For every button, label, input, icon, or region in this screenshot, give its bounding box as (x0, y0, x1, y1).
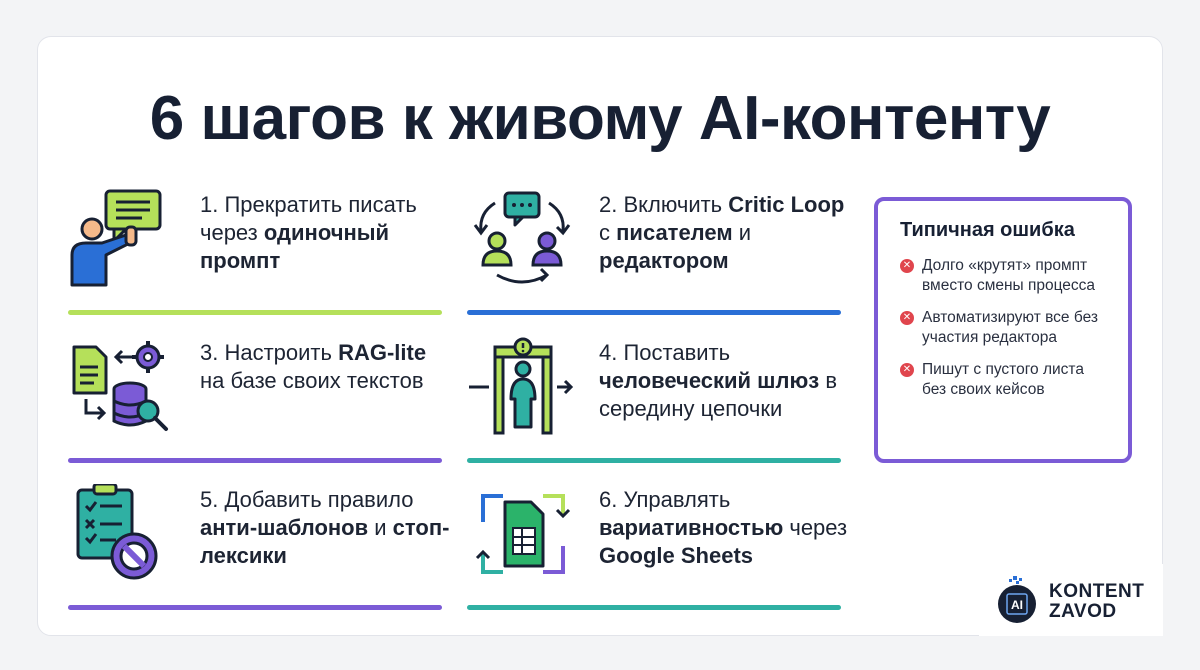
x-circle-icon: ✕ (900, 363, 914, 377)
human-gate-icon (467, 337, 579, 437)
step-3-text: 3. Настроить RAG-lite на базе своих текс… (200, 340, 427, 393)
step-1-divider (68, 310, 442, 315)
step-1: 1. Прекратить писать через одиночный про… (68, 189, 442, 317)
presenter-icon (68, 189, 180, 289)
checklist-ban-icon (68, 482, 180, 584)
rag-database-icon (68, 337, 180, 437)
brand-name-line-1: KONTENT (1049, 581, 1145, 602)
step-2-text: 2. Включить Critic Loop с писателем и ре… (599, 192, 845, 273)
step-5-divider (68, 605, 442, 610)
mistake-item: ✕ Пишут с пустого листа без своих кейсов (900, 360, 1110, 400)
step-5: 5. Добавить правило анти-шаблонов и стоп… (68, 482, 449, 612)
mistake-item-text: Долго «крутят» промпт вместо смены проце… (922, 257, 1096, 294)
mistake-item: ✕ Автоматизируют все без участия редакто… (900, 308, 1110, 348)
typical-mistake-panel: Типичная ошибка ✕ Долго «крутят» промпт … (874, 197, 1132, 463)
step-3-divider (68, 458, 442, 463)
chip-label: AI (1011, 598, 1023, 612)
step-4: 4. Поставить человеческий шлюз в середин… (467, 337, 841, 465)
infographic-card: 6 шагов к живому AI-контенту 1. Прекрати… (37, 36, 1163, 636)
x-circle-icon: ✕ (900, 311, 914, 325)
step-5-text: 5. Добавить правило анти-шаблонов и стоп… (200, 487, 450, 568)
step-4-text: 4. Поставить человеческий шлюз в середин… (599, 340, 838, 421)
ai-chip-icon: AI (993, 576, 1041, 624)
step-2: 2. Включить Critic Loop с писателем и ре… (467, 189, 844, 317)
brand-name: KONTENT ZAVOD (1049, 582, 1144, 622)
x-circle-icon: ✕ (900, 259, 914, 273)
step-6-divider (467, 605, 841, 610)
google-sheets-icon (467, 484, 579, 584)
brand-logo: AI KONTENT ZAVOD (979, 564, 1163, 636)
brand-name-line-2: ZAVOD (1049, 601, 1117, 622)
step-2-divider (467, 310, 841, 315)
page-title: 6 шагов к живому AI-контенту (149, 84, 1051, 153)
mistake-item-text: Пишут с пустого листа без своих кейсов (922, 361, 1084, 398)
critic-loop-icon (467, 189, 579, 289)
step-1-text: 1. Прекратить писать через одиночный про… (200, 192, 417, 273)
mistake-item-text: Автоматизируют все без участия редактора (922, 309, 1098, 346)
mistake-item: ✕ Долго «крутят» промпт вместо смены про… (900, 256, 1110, 296)
step-6-text: 6. Управлять вариативностью через Google… (599, 487, 848, 568)
step-3: 3. Настроить RAG-lite на базе своих текс… (68, 337, 442, 465)
panel-title: Типичная ошибка (900, 219, 1075, 241)
step-6: 6. Управлять вариативностью через Google… (467, 484, 847, 612)
step-4-divider (467, 458, 841, 463)
